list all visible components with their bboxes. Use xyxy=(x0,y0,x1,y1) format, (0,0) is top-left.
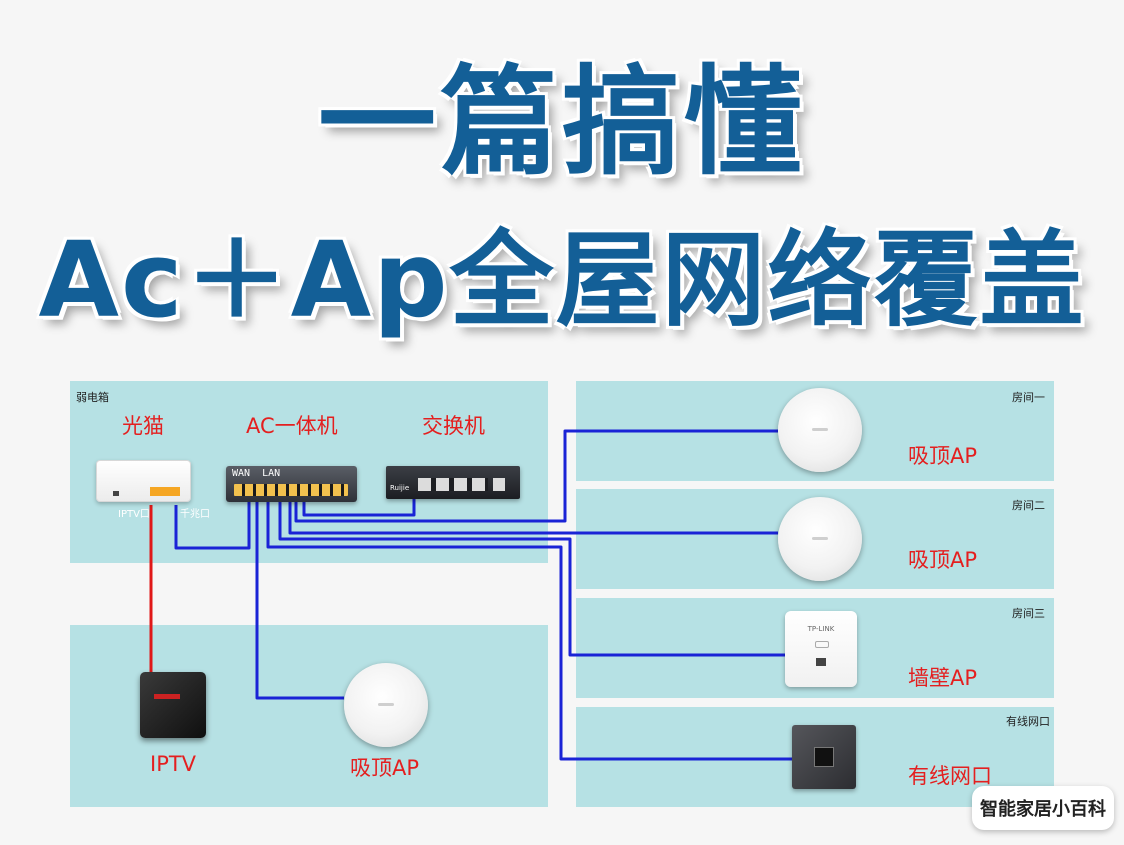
ceiling-ap-living xyxy=(344,663,428,747)
wall-ap-led xyxy=(815,641,829,648)
ac-controller: WAN LAN xyxy=(226,466,357,502)
wire-ac-to-room1 xyxy=(294,429,778,523)
ceiling-ap-room2 xyxy=(778,497,862,581)
switch-brand: Ruijie xyxy=(390,484,410,492)
ceiling-ap-living-label: 吸顶AP xyxy=(350,756,420,780)
modem-label: 光猫 xyxy=(122,414,164,438)
wall-ap-label: 墙壁AP xyxy=(908,666,978,690)
room1-label: 房间一 xyxy=(1012,391,1045,404)
watermark-badge: 智能家居小百科 xyxy=(972,786,1114,830)
ac-ports xyxy=(234,484,348,496)
wan-lan-label: WAN LAN xyxy=(232,468,281,479)
room3-label: 房间三 xyxy=(1012,607,1045,620)
iptv-port-label: IPTV口 xyxy=(118,509,150,520)
switch-ports xyxy=(418,478,488,491)
modem-ports xyxy=(150,487,180,496)
weak-box-label: 弱电箱 xyxy=(76,391,109,404)
watermark-text: 智能家居小百科 xyxy=(980,799,1106,820)
switch-uplink-port xyxy=(493,478,505,491)
wire-ac-to-wired xyxy=(266,502,792,761)
network-switch: Ruijie xyxy=(386,466,520,499)
wall-ap-brand: TP-LINK xyxy=(807,625,835,633)
room2-label: 房间二 xyxy=(1012,499,1045,512)
iptv-label: IPTV xyxy=(150,752,197,776)
ceiling-ap-room2-label: 吸顶AP xyxy=(908,548,978,572)
iptv-box-logo xyxy=(154,694,180,699)
iptv-box xyxy=(140,672,206,738)
switch-label: 交换机 xyxy=(422,414,485,438)
wire-ac-to-room3 xyxy=(278,502,786,657)
wired-port-label: 有线网口 xyxy=(908,764,992,788)
wire-ac-to-switch xyxy=(302,499,416,517)
wire-ac-to-bottom-ap xyxy=(255,502,344,700)
wired-port-socket xyxy=(814,747,834,767)
gigabit-port-label: 千兆口 xyxy=(180,509,210,520)
ceiling-ap-room1-label: 吸顶AP xyxy=(908,444,978,468)
wire-modem-to-ac xyxy=(174,502,251,550)
ac-label: AC一体机 xyxy=(246,414,338,438)
title-line-2: Ac＋Ap全屋网络覆盖 xyxy=(38,219,1086,341)
wall-ap: TP-LINK xyxy=(785,611,857,687)
title-line-1: 一篇搞懂 xyxy=(317,53,806,191)
wired-label: 有线网口 xyxy=(1006,715,1050,728)
wall-ap-port xyxy=(816,658,826,666)
modem-led xyxy=(113,491,119,496)
wired-wall-port xyxy=(792,725,856,789)
wire-ac-to-room2 xyxy=(288,502,778,535)
ceiling-ap-room1 xyxy=(778,388,862,472)
optical-modem xyxy=(96,460,191,502)
